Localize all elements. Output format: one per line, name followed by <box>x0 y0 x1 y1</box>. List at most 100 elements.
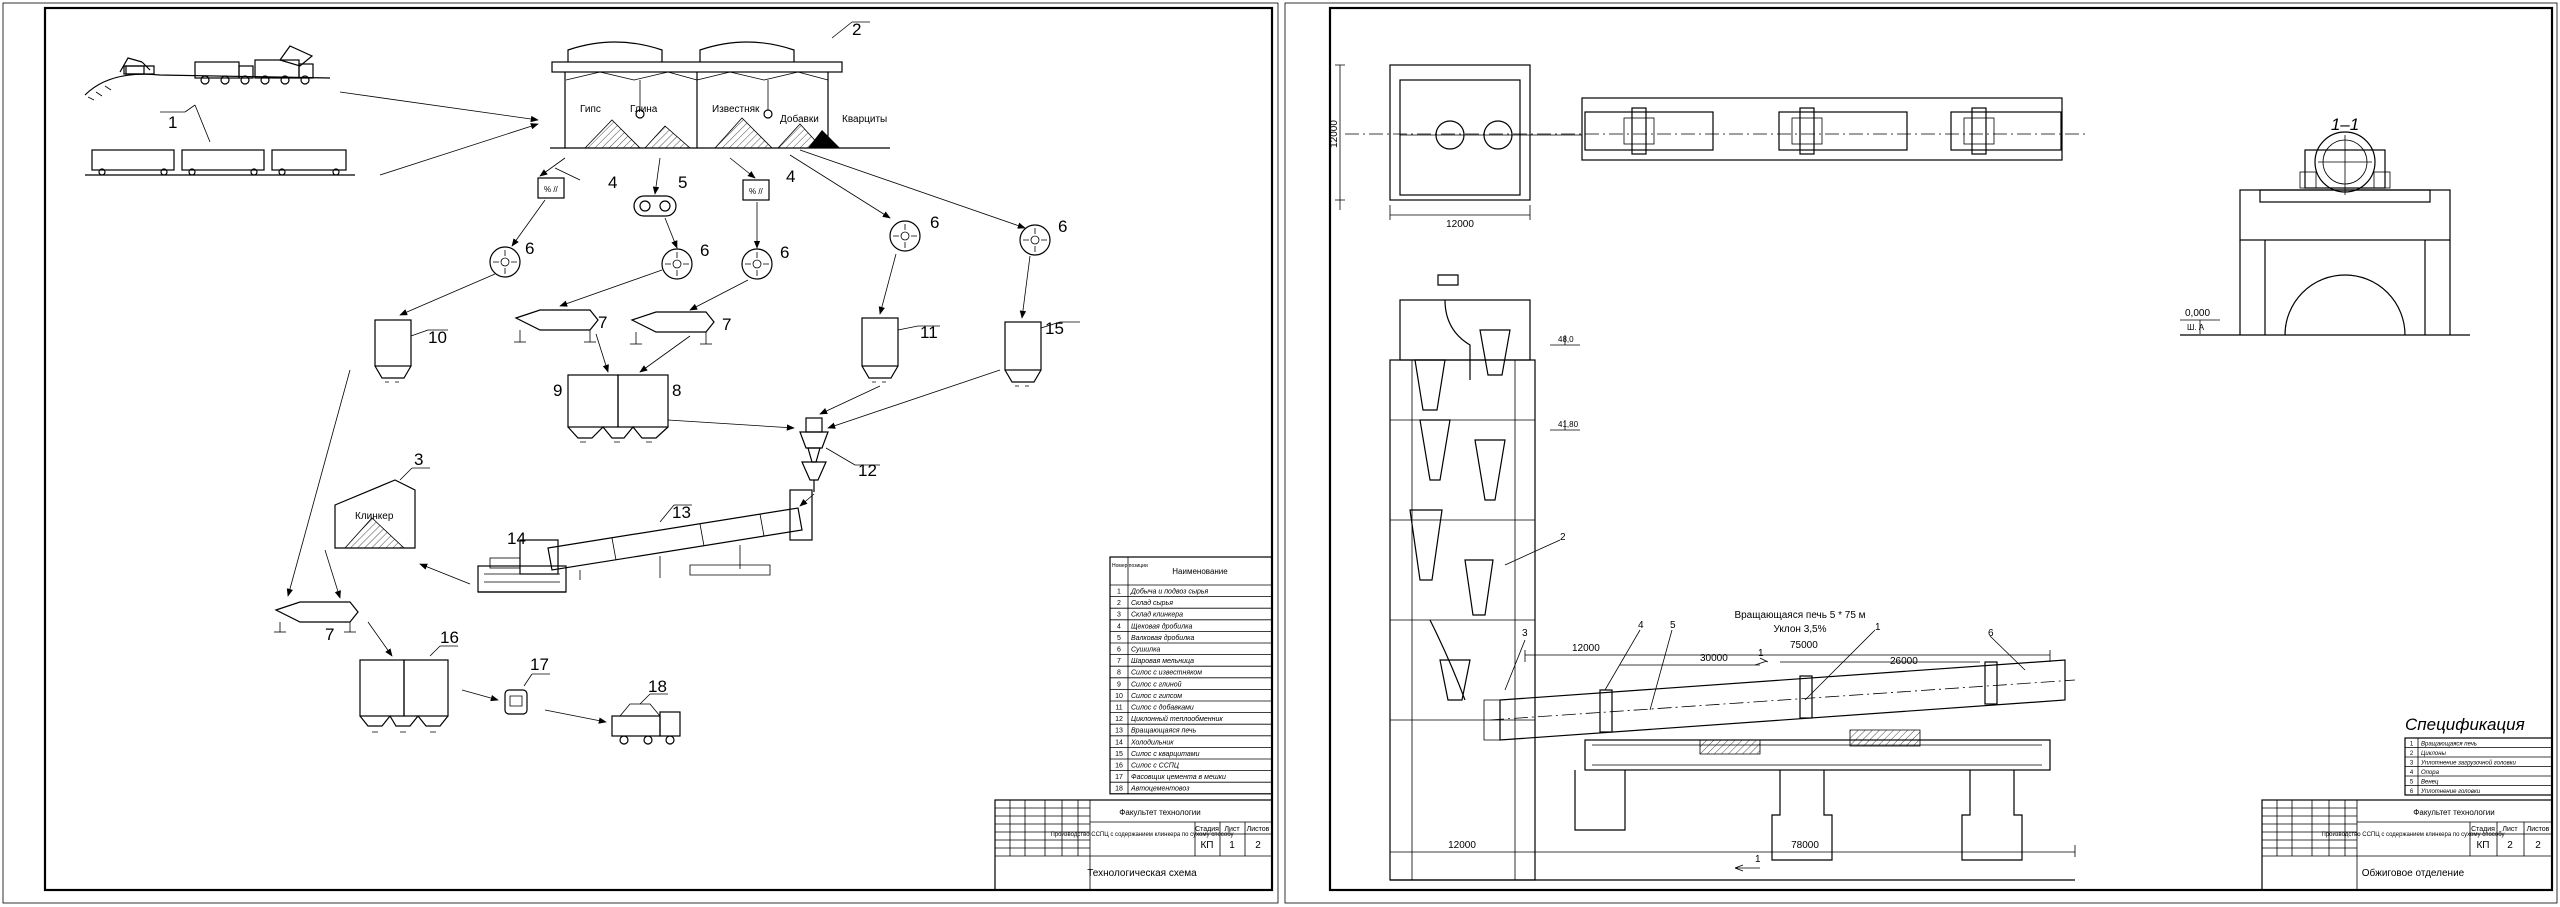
title-block-1: Факультет технологии Производство ССПЦ с… <box>994 799 1273 891</box>
silo-9-8: 9 8 <box>553 374 681 443</box>
tb2-desc: Производство ССПЦ с содержанием клинкера… <box>2321 832 2504 838</box>
dryer-2: 6 <box>661 241 709 280</box>
label-15: 15 <box>1045 319 1064 338</box>
label-13: 13 <box>672 503 691 522</box>
legend-header-num: Номер позиции <box>1112 563 1148 569</box>
legend-row-num: 2 <box>1117 600 1121 607</box>
dryer-5: 6 <box>1019 217 1067 256</box>
spec-row-num: 3 <box>2410 761 2414 767</box>
tb1-org: Факультет технологии <box>1119 808 1200 817</box>
legend-row-name: Силос с кварцитами <box>1131 751 1200 758</box>
level-48: 48,0 <box>1558 335 1574 344</box>
jaw-crusher-right: % // 4 <box>742 167 795 201</box>
legend-row-num: 3 <box>1117 612 1121 619</box>
label-5: 5 <box>678 173 687 192</box>
tb2-col-stage: Стадия <box>2471 826 2495 833</box>
rotary-kiln-13: 13 <box>519 489 813 580</box>
legend-header-name: Наименование <box>1172 567 1228 576</box>
marker-3: 3 <box>1522 628 1528 639</box>
jaw-crusher-left: % // 4 <box>537 167 617 199</box>
spec-row-name: Венец <box>2421 780 2439 786</box>
silo-15: 15 <box>1004 319 1080 387</box>
legend-row-num: 18 <box>1115 786 1123 793</box>
cut-marker-top: 1 <box>1758 648 1764 659</box>
label-7a: 7 <box>598 313 607 332</box>
cooler-14: 14 <box>477 529 567 593</box>
label-4b: 4 <box>786 167 795 186</box>
label-6a: 6 <box>525 239 534 258</box>
dryer-1: 6 <box>489 239 534 278</box>
legend-row-name: Силос с ССПЦ <box>1131 763 1179 770</box>
legend-row-name: Силос с гипсом <box>1131 693 1182 700</box>
clinker-storage: Клинкер 3 <box>334 450 430 549</box>
silo-11: 11 <box>861 317 940 383</box>
legend-row-num: 16 <box>1115 763 1123 770</box>
label-10: 10 <box>428 328 447 347</box>
tb1-val-stage: КП <box>1200 840 1213 851</box>
legend-row-name: Склад сырья <box>1131 599 1173 607</box>
marker-6: 6 <box>1988 628 1994 639</box>
tb2-col-sheet: Лист <box>2502 826 2518 833</box>
legend-row-name: Фасовщик цемента в мешки <box>1131 774 1226 781</box>
spec-row-name: Уплотнение головки <box>2420 789 2481 795</box>
marker-4: 4 <box>1638 620 1644 631</box>
legend-row-name: Силос с добавками <box>1131 704 1194 712</box>
dim-12000: 12000 <box>1572 643 1600 654</box>
title-block-2: Факультет технологии Производство ССПЦ с… <box>2261 799 2553 891</box>
tb2-org: Факультет технологии <box>2413 808 2494 817</box>
ball-mill-3: 7 <box>274 601 359 644</box>
kiln-title: Вращающаяся печь 5 * 75 м <box>1734 610 1865 621</box>
pile-label-additives: Добавки <box>780 113 819 125</box>
label-6e: 6 <box>1058 217 1067 236</box>
dim-26000: 26000 <box>1890 656 1918 667</box>
marker-1: 1 <box>1875 622 1881 633</box>
dim-75000: 75000 <box>1790 640 1818 651</box>
silo-10: 10 <box>374 319 448 383</box>
label-6b: 6 <box>700 241 709 260</box>
label-9: 9 <box>553 381 562 400</box>
tb2-val-sheets: 2 <box>2535 840 2541 851</box>
cyclone-heat-exchanger: 12 <box>799 417 880 492</box>
label-11: 11 <box>920 323 938 342</box>
cement-truck: 18 <box>611 677 681 745</box>
kiln-slope: Уклон 3,5% <box>1774 624 1827 635</box>
dim-bottom-78000: 78000 <box>1791 840 1819 851</box>
label-1: 1 <box>168 113 177 132</box>
legend-row-num: 14 <box>1115 739 1123 746</box>
spec-row-num: 6 <box>2410 789 2414 795</box>
label-3: 3 <box>414 450 423 469</box>
tb2-sheet-title: Обжиговое отделение <box>2362 867 2465 879</box>
legend-row-num: 4 <box>1117 623 1121 630</box>
legend-row-name: Склад клинкера <box>1131 611 1183 619</box>
pile-label-clay: Глина <box>630 104 658 115</box>
legend-row-name: Силос с известняком <box>1131 670 1202 677</box>
label-4a: 4 <box>608 173 617 192</box>
ball-mill-1: 7 <box>514 309 607 343</box>
sheet-firing-department: 12000 12000 1–1 0,000 Ш. А <box>1284 2 2558 904</box>
label-18: 18 <box>648 677 667 696</box>
plan-dim-height: 12000 <box>1329 120 1340 148</box>
preheater-tower: 48,0 41,80 2 <box>1389 274 1580 881</box>
kiln-plan-view: 12000 12000 <box>1329 64 2085 230</box>
legend-row-num: 8 <box>1117 670 1121 677</box>
legend-row-num: 6 <box>1117 647 1121 654</box>
spec-row-num: 1 <box>2410 742 2414 748</box>
tb1-col-sheets: Листов <box>1247 826 1270 833</box>
svg-text:% //: % // <box>749 187 764 196</box>
label-8: 8 <box>672 381 681 400</box>
section-title: 1–1 <box>2331 115 2359 134</box>
spec-row-name: Уплотнение загрузочной головки <box>2420 760 2517 767</box>
label-12: 12 <box>858 461 877 480</box>
plan-dim-width: 12000 <box>1446 219 1474 230</box>
legend-row-num: 12 <box>1115 716 1123 723</box>
silo-16: 16 <box>359 628 459 733</box>
legend-row-num: 17 <box>1115 774 1123 781</box>
legend-row-num: 11 <box>1115 705 1122 712</box>
spec-row-num: 5 <box>2410 780 2414 786</box>
label-14: 14 <box>507 529 526 548</box>
legend-row-name: Добыча и подвоз сырья <box>1130 588 1209 596</box>
legend-row-name: Валковая дробилка <box>1131 634 1194 642</box>
dryer-4: 6 <box>889 213 939 252</box>
legend-row-name: Циклонный теплообменник <box>1131 715 1223 723</box>
